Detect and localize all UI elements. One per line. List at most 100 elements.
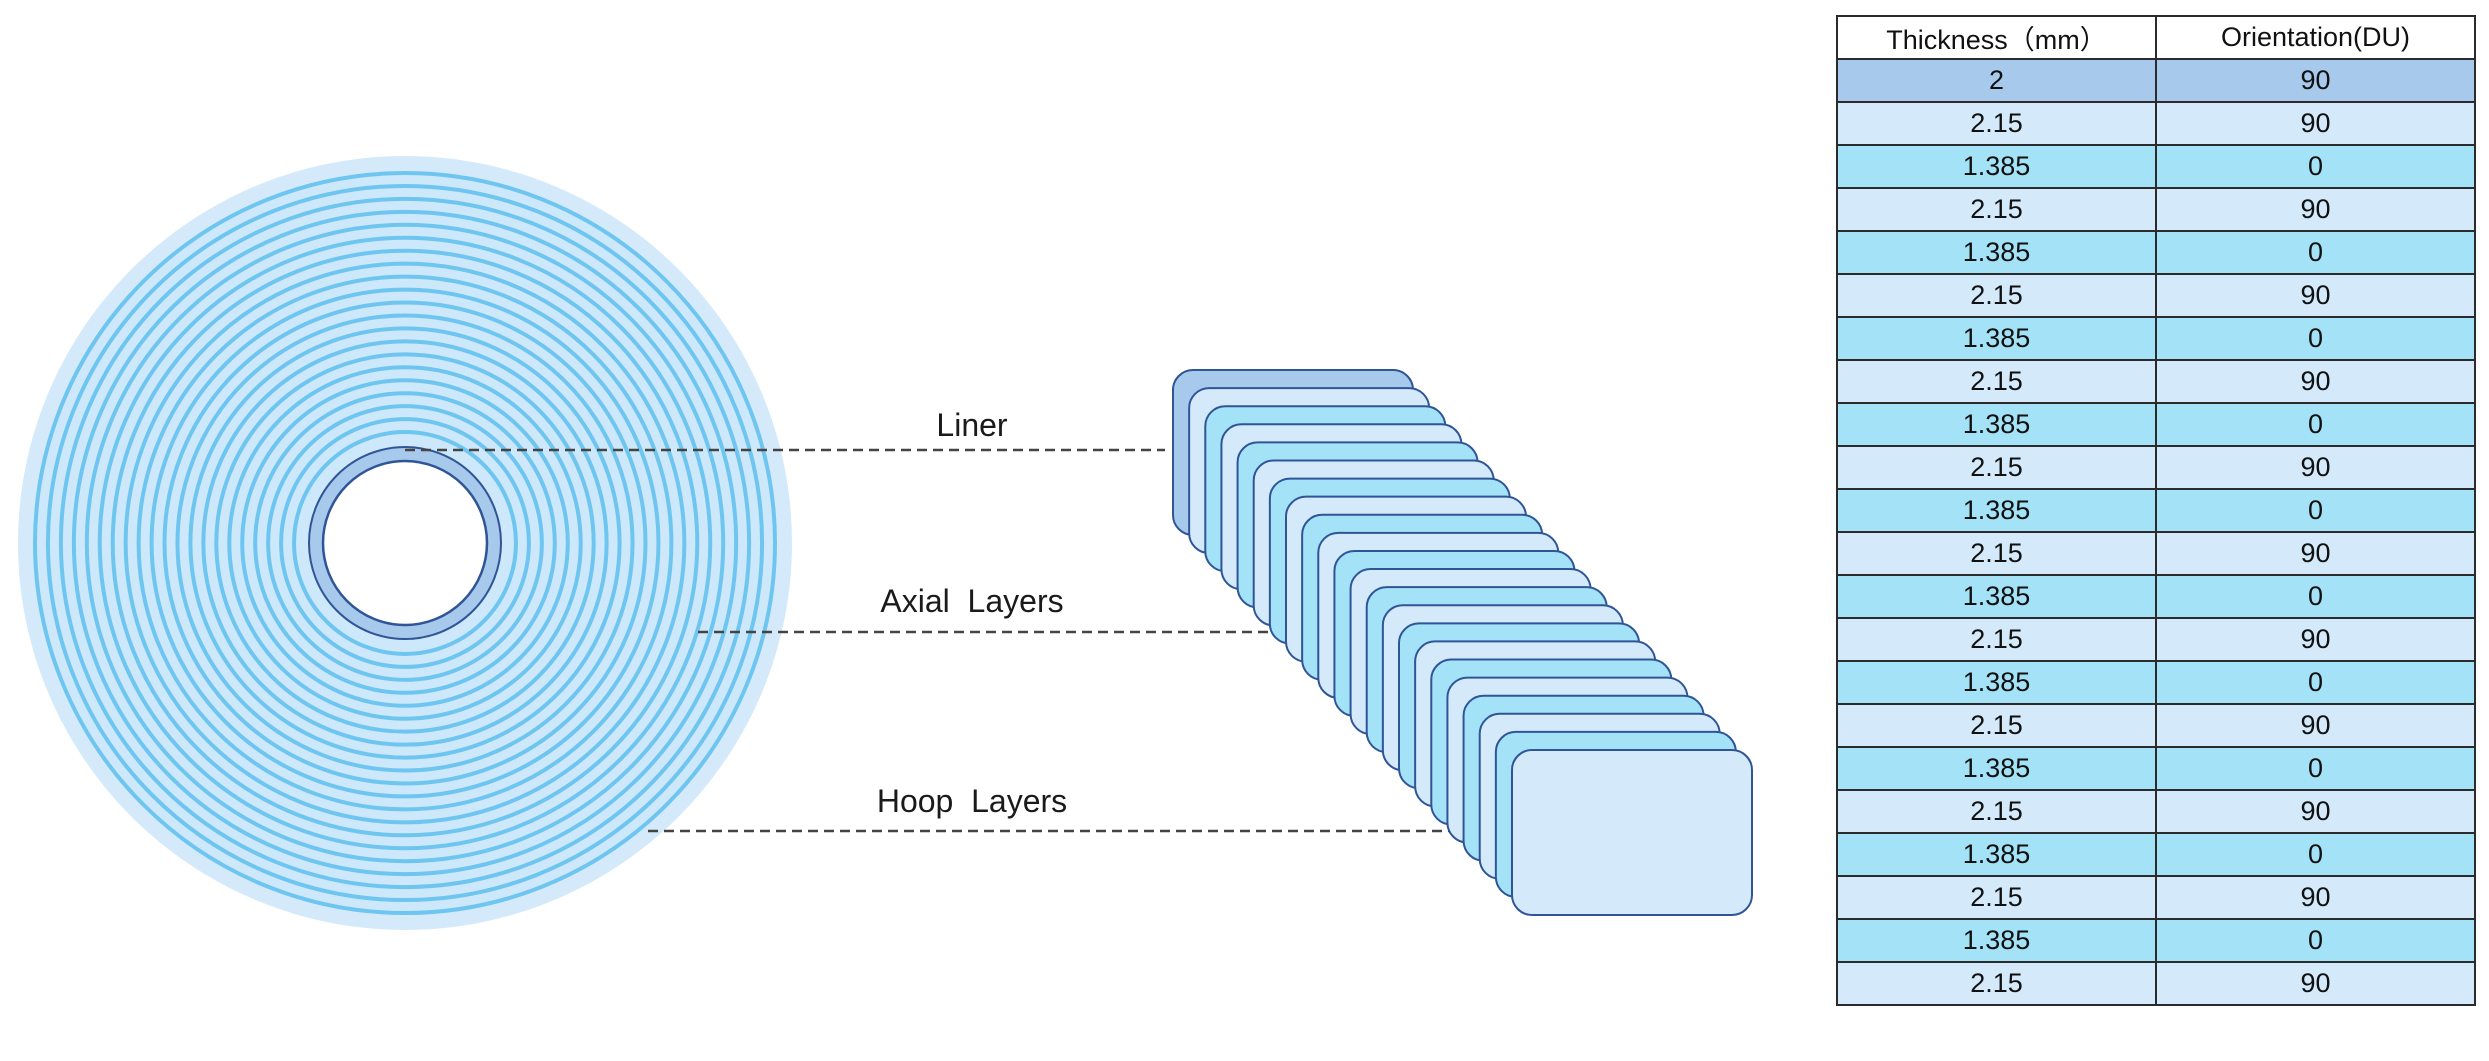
pipe-cross-section [18,156,792,930]
axial-layers-label: Axial Layers [880,583,1063,619]
thickness-cell: 2.15 [1836,101,2157,146]
orientation-cell: 0 [2155,144,2476,189]
orientation-cell: 90 [2155,445,2476,490]
laminate-ring-line [266,404,544,682]
orientation-cell: 90 [2155,187,2476,232]
thickness-cell: 2.15 [1836,789,2157,834]
laminate-ring-line [201,339,609,747]
laminate-ring-line [45,183,765,903]
thickness-cell: 2.15 [1836,703,2157,748]
thickness-cell: 1.385 [1836,488,2157,533]
thickness-cell: 1.385 [1836,230,2157,275]
laminate-ring-line [214,352,596,734]
orientation-cell: 0 [2155,230,2476,275]
thickness-cell: 1.385 [1836,144,2157,189]
orientation-cell: 90 [2155,789,2476,834]
laminate-ring-line [71,209,739,877]
orientation-cell: 0 [2155,660,2476,705]
thickness-cell: 2 [1836,58,2157,103]
orientation-cell: 90 [2155,703,2476,748]
orientation-cell: 0 [2155,316,2476,361]
orientation-cell: 0 [2155,402,2476,447]
composite-layup-diagram: Liner Axial Layers Hoop Layers [18,156,1753,930]
laminate-ring-line [240,378,570,708]
laminate-ring-line [279,417,531,669]
hoop-layer-card [1511,749,1753,916]
laminate-ring-line [123,261,687,825]
laminate-ring-line [58,196,752,890]
laminate-ring-line [292,430,518,656]
orientation-cell: 0 [2155,832,2476,877]
table-header-row: Thickness（mm） Orientation(DU) [1836,15,2476,60]
laminate-ring-line [136,274,674,812]
orientation-cell: 90 [2155,359,2476,404]
orientation-cell: 90 [2155,101,2476,146]
orientation-cell: 90 [2155,273,2476,318]
thickness-cell: 1.385 [1836,660,2157,705]
thickness-cell: 2.15 [1836,875,2157,920]
orientation-cell: 90 [2155,58,2476,103]
thickness-cell: 2.15 [1836,273,2157,318]
laminate-ring-line [97,235,713,851]
thickness-cell: 1.385 [1836,574,2157,619]
laminate-ring-line [149,287,661,799]
thickness-cell: 2.15 [1836,445,2157,490]
laminate-ring-line [227,365,583,721]
leader-lines [405,448,1510,833]
orientation-cell: 0 [2155,746,2476,791]
orientation-cell: 0 [2155,918,2476,963]
laminate-ring-line [175,313,635,773]
laminate-ring-line [33,171,777,915]
thickness-cell: 1.385 [1836,402,2157,447]
orientation-column-header: Orientation(DU) [2155,15,2476,60]
thickness-cell: 2.15 [1836,961,2157,1006]
thickness-cell: 2.15 [1836,531,2157,576]
thickness-cell: 1.385 [1836,316,2157,361]
thickness-cell: 2.15 [1836,187,2157,232]
liner-label: Liner [936,407,1008,443]
laminate-ring-line [253,391,557,695]
thickness-cell: 1.385 [1836,746,2157,791]
layer-stack-illustration [1172,369,1753,916]
orientation-cell: 90 [2155,875,2476,920]
orientation-cell: 90 [2155,531,2476,576]
orientation-cell: 90 [2155,617,2476,662]
orientation-cell: 0 [2155,488,2476,533]
thickness-cell: 1.385 [1836,918,2157,963]
pipe-bore [321,459,489,627]
thickness-cell: 2.15 [1836,359,2157,404]
laminate-ring-line [110,248,700,838]
laminate-ring-line [188,326,622,760]
orientation-cell: 90 [2155,961,2476,1006]
laminate-ring-line [84,222,726,864]
laminate-ring-line [162,300,648,786]
hoop-layers-label: Hoop Layers [877,783,1067,819]
thickness-cell: 2.15 [1836,617,2157,662]
thickness-cell: 1.385 [1836,832,2157,877]
thickness-column-header: Thickness（mm） [1836,15,2157,60]
